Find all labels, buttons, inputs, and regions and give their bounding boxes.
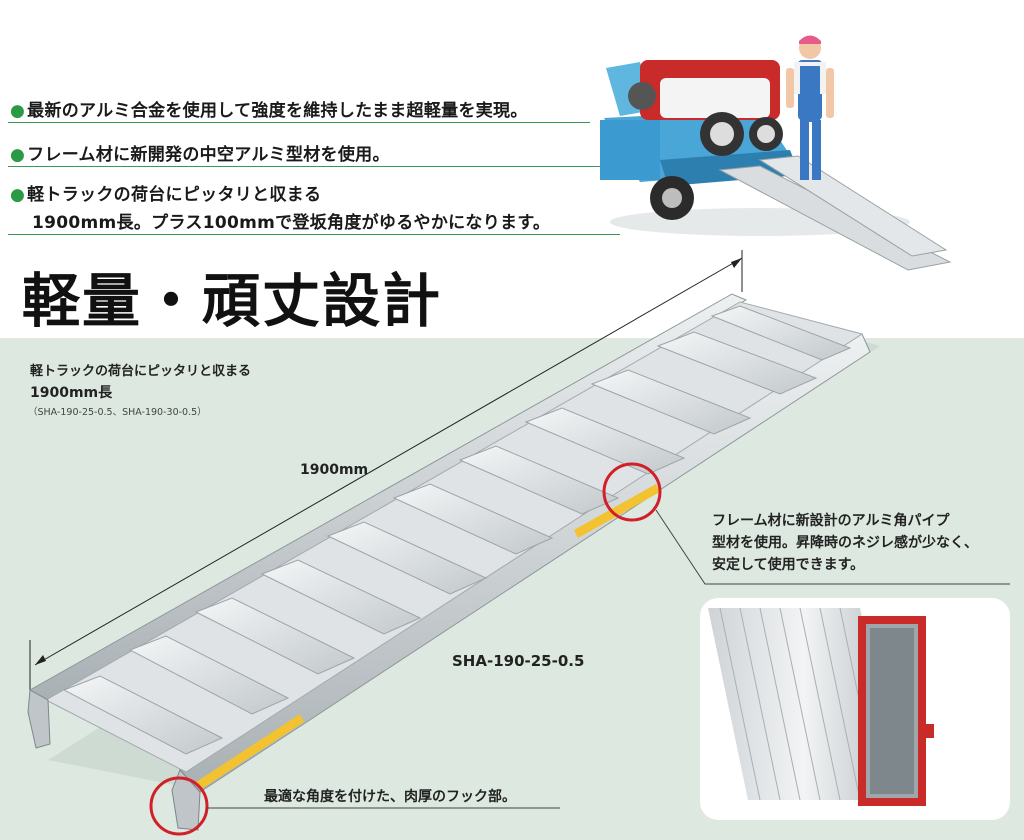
- length-note-models: （SHA-190-25-0.5、SHA-190-30-0.5）: [28, 407, 207, 418]
- divider-3: [8, 234, 620, 235]
- length-note-line-1: 軽トラックの荷台にピッタリと収まる: [30, 364, 252, 379]
- feature-line-4: 1900mm長。プラス100mmで登坂角度がゆるやかになります。: [32, 208, 550, 233]
- feature-text-3: 軽トラックの荷台にピッタリと収まる: [27, 185, 322, 205]
- feature-text-4: 1900mm長。プラス100mmで登坂角度がゆるやかになります。: [32, 213, 551, 233]
- bullet-dot-icon: ●: [10, 185, 26, 205]
- frame-profile-photo: [700, 598, 1010, 820]
- truck-loading-illustration: [600, 35, 952, 271]
- dimension-line: [29, 250, 743, 700]
- feature-line-1: ●最新のアルミ合金を使用して強度を維持したまま超軽量を実現。: [10, 96, 528, 121]
- hook-note: 最適な角度を付けた、肉厚のフック部。: [264, 789, 516, 805]
- frame-note: フレーム材に新設計のアルミ角パイプ 型材を使用。昇降時のネジレ感が少なく、 安定…: [712, 510, 978, 576]
- feature-line-2: ●フレーム材に新開発の中空アルミ型材を使用。: [10, 140, 390, 165]
- frame-note-line-3: 安定して使用できます。: [712, 557, 865, 573]
- divider-2: [8, 166, 606, 167]
- frame-note-line-2: 型材を使用。昇降時のネジレ感が少なく、: [712, 535, 978, 551]
- bullet-dot-icon: ●: [10, 101, 26, 121]
- length-note-line-2: 1900mm長: [30, 385, 113, 401]
- feature-text-1: 最新のアルミ合金を使用して強度を維持したまま超軽量を実現。: [27, 101, 528, 121]
- feature-text-2: フレーム材に新開発の中空アルミ型材を使用。: [27, 145, 390, 165]
- ladder-rungs: [62, 305, 852, 755]
- page-title: 軽量・頑丈設計: [22, 267, 443, 335]
- ladder-ramp: [27, 293, 880, 831]
- feature-line-3: ●軽トラックの荷台にピッタリと収まる: [10, 180, 321, 205]
- dimension-label: 1900mm: [300, 462, 369, 478]
- model-label: SHA-190-25-0.5: [452, 652, 585, 670]
- divider-1: [8, 122, 590, 123]
- frame-leader-line: [655, 509, 1010, 585]
- bullet-dot-icon: ●: [10, 145, 26, 165]
- frame-note-line-1: フレーム材に新設計のアルミ角パイプ: [712, 513, 950, 529]
- rail-highlight-circle: [602, 462, 662, 522]
- hook-highlight-circle: [149, 776, 209, 836]
